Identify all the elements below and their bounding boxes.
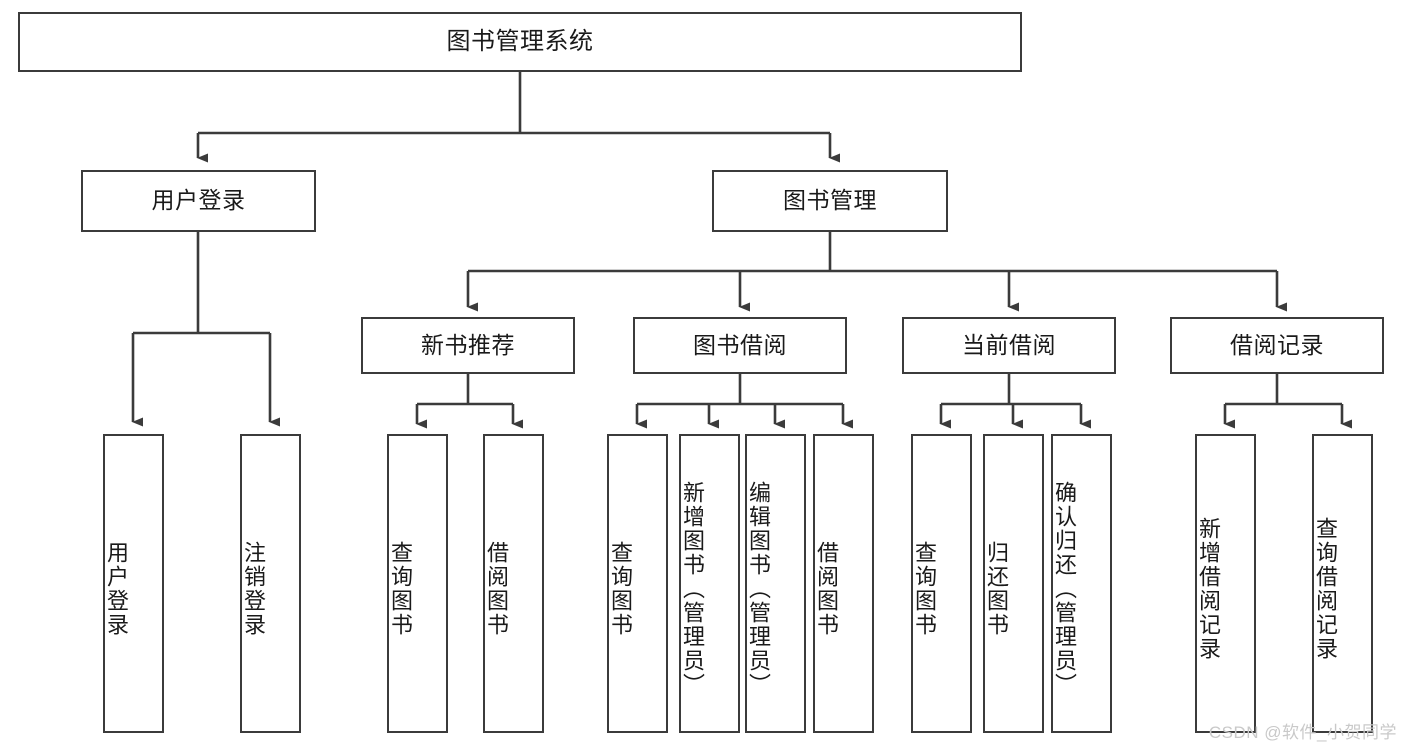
node-label: 查询图书 — [608, 540, 633, 637]
node-label: 新增图书（管理员） — [680, 480, 705, 697]
node-label: 用户登录 — [104, 540, 129, 637]
leaf-current-borrow-query[interactable]: 查询图书 — [911, 434, 972, 733]
node-book-borrow[interactable]: 图书借阅 — [633, 317, 847, 374]
leaf-borrow-record-add[interactable]: 新增借阅记录 — [1195, 434, 1256, 733]
leaf-current-borrow-confirm-return[interactable]: 确认归还（管理员） — [1051, 434, 1112, 733]
leaf-user-login-signin[interactable]: 用户登录 — [103, 434, 164, 733]
node-label: 查询借阅记录 — [1313, 516, 1338, 661]
node-label: 图书管理 — [783, 187, 877, 214]
node-label: 当前借阅 — [962, 331, 1056, 358]
node-label: 新增借阅记录 — [1196, 516, 1221, 661]
node-label: 借阅图书 — [814, 540, 839, 637]
node-borrow-record[interactable]: 借阅记录 — [1170, 317, 1384, 374]
node-label: 归还图书 — [984, 540, 1009, 637]
node-label: 图书借阅 — [693, 331, 787, 358]
node-label: 用户登录 — [151, 187, 246, 214]
leaf-book-borrow-edit[interactable]: 编辑图书（管理员） — [745, 434, 806, 733]
leaf-current-borrow-return[interactable]: 归还图书 — [983, 434, 1044, 733]
watermark-text: CSDN @软件_小贺同学 — [1208, 723, 1397, 742]
leaf-book-borrow-add[interactable]: 新增图书（管理员） — [679, 434, 740, 733]
node-label: 编辑图书（管理员） — [746, 480, 771, 697]
leaf-book-borrow-query[interactable]: 查询图书 — [607, 434, 668, 733]
node-book-management[interactable]: 图书管理 — [712, 170, 948, 232]
node-label: 查询图书 — [912, 540, 937, 637]
node-new-book-recommend[interactable]: 新书推荐 — [361, 317, 575, 374]
node-current-borrow[interactable]: 当前借阅 — [902, 317, 1116, 374]
leaf-borrow-record-query[interactable]: 查询借阅记录 — [1312, 434, 1373, 733]
leaf-book-borrow-borrow[interactable]: 借阅图书 — [813, 434, 874, 733]
node-user-login[interactable]: 用户登录 — [81, 170, 316, 232]
node-label: 借阅图书 — [484, 540, 509, 637]
node-label: 查询图书 — [388, 540, 413, 637]
leaf-new-book-borrow[interactable]: 借阅图书 — [483, 434, 544, 733]
node-label: 注销登录 — [241, 540, 266, 637]
node-label: 借阅记录 — [1230, 331, 1324, 358]
node-label: 图书管理系统 — [446, 27, 594, 55]
leaf-user-login-signout[interactable]: 注销登录 — [240, 434, 301, 733]
node-label: 确认归还（管理员） — [1052, 480, 1077, 697]
node-label: 新书推荐 — [421, 331, 515, 358]
node-root-system[interactable]: 图书管理系统 — [18, 12, 1022, 72]
leaf-new-book-query[interactable]: 查询图书 — [387, 434, 448, 733]
